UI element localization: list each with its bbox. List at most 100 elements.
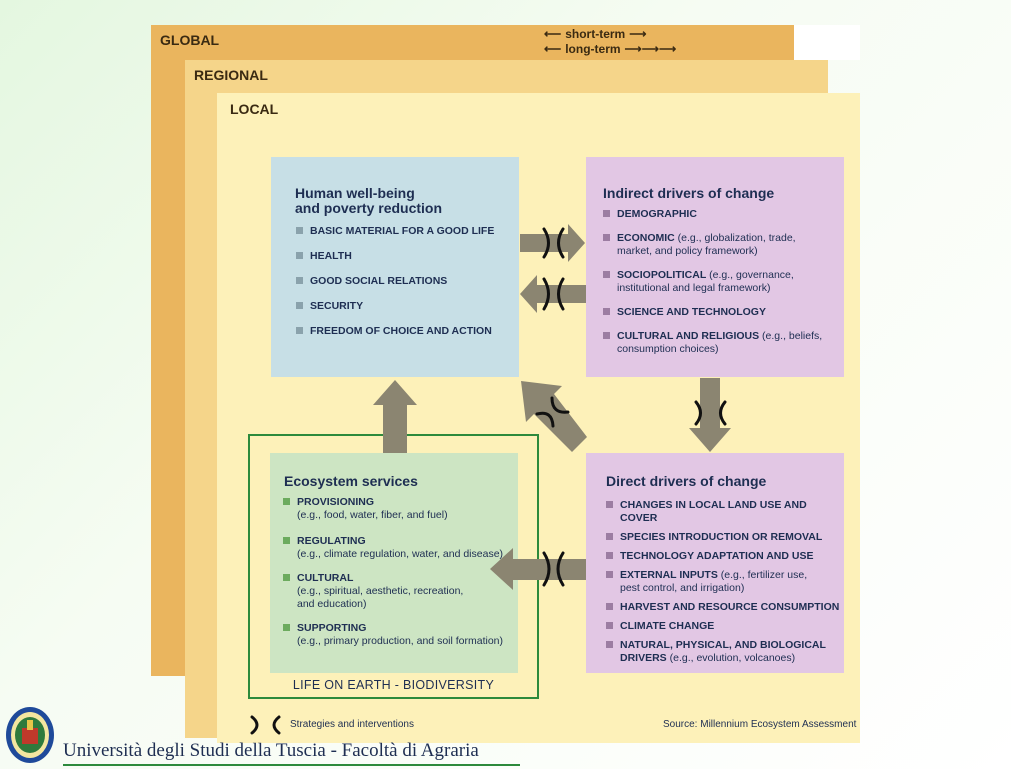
item-label: FREEDOM OF CHOICE AND ACTION (310, 325, 492, 337)
bullet-square-icon (296, 277, 303, 284)
item-detail: institutional and legal framework) (617, 282, 771, 294)
arrow-right-icon (520, 224, 585, 262)
bullet-square-icon (603, 308, 610, 315)
item-detail: pest control, and irrigation) (620, 582, 745, 594)
item-detail: (e.g., globalization, trade, (674, 232, 796, 244)
list-item: FREEDOM OF CHOICE AND ACTION (296, 325, 494, 338)
arrow-left-icon: ⟵ (544, 42, 562, 56)
short-term-label: short-term (565, 27, 626, 41)
title-line: and poverty reduction (295, 200, 443, 216)
human-wellbeing-title: Human well-being and poverty reduction (295, 186, 442, 216)
bullet-square-icon (606, 552, 613, 559)
item-detail: (e.g., primary production, and soil form… (297, 635, 504, 647)
intervention-symbol-icon (694, 400, 727, 426)
item-head: SCIENCE AND TECHNOLOGY (617, 306, 766, 318)
item-label: BASIC MATERIAL FOR A GOOD LIFE (310, 225, 495, 237)
source-note: Source: Millennium Ecosystem Assessment (663, 719, 857, 730)
arrow-left-icon (490, 548, 586, 590)
item-detail: (e.g., climate regulation, water, and di… (297, 548, 504, 560)
bullet-square-icon (606, 622, 613, 629)
bullet-square-icon (606, 641, 613, 648)
indirect-drivers-box: Indirect drivers of change DEMOGRAPHIC E… (586, 157, 844, 377)
direct-drivers-list: CHANGES IN LOCAL LAND USE AND COVER SPEC… (606, 499, 842, 665)
item-head: HARVEST AND RESOURCE CONSUMPTION (620, 601, 840, 613)
long-term-label: long-term (565, 42, 621, 56)
list-item: CULTURAL(e.g., spiritual, aesthetic, rec… (283, 572, 515, 611)
bullet-square-icon (606, 571, 613, 578)
list-item: CULTURAL AND RELIGIOUS (e.g., beliefs, co… (603, 330, 839, 356)
list-item: SECURITY (296, 300, 494, 313)
short-term-legend: ⟵ short-term ⟶ (544, 27, 646, 41)
ecosystem-services-box: Ecosystem services PROVISIONING(e.g., fo… (270, 453, 518, 673)
item-label: GOOD SOCIAL RELATIONS (310, 275, 448, 287)
intervention-symbol-icon (542, 551, 565, 587)
item-head: CULTURAL AND RELIGIOUS (617, 330, 760, 342)
item-detail: and education) (297, 598, 367, 610)
item-detail: (e.g., beliefs, (759, 330, 823, 342)
university-seal-logo (6, 707, 54, 763)
arrow-right-icon: ⟶⟶⟶ (624, 42, 677, 56)
item-head: SPECIES INTRODUCTION OR REMOVAL (620, 531, 823, 543)
list-item: EXTERNAL INPUTS (e.g., fertilizer use,pe… (606, 569, 842, 595)
intervention-symbol-icon (535, 396, 570, 428)
item-head: REGULATING (297, 535, 366, 547)
panel-gap (794, 25, 860, 60)
direct-drivers-title: Direct drivers of change (606, 473, 767, 489)
bullet-square-icon (296, 327, 303, 334)
item-detail: market, and policy framework) (617, 245, 758, 257)
local-label: LOCAL (230, 101, 279, 117)
direct-drivers-box: Direct drivers of change CHANGES IN LOCA… (586, 453, 844, 673)
item-label: HEALTH (310, 250, 352, 262)
item-head: SOCIOPOLITICAL (617, 269, 707, 281)
list-item: PROVISIONING(e.g., food, water, fiber, a… (283, 496, 515, 522)
footer-underline (63, 764, 520, 766)
intervention-symbol-icon (542, 227, 565, 259)
item-detail: consumption choices) (617, 343, 719, 355)
list-item: GOOD SOCIAL RELATIONS (296, 275, 494, 288)
regional-label: REGIONAL (194, 67, 268, 83)
ecosystem-services-list: PROVISIONING(e.g., food, water, fiber, a… (283, 496, 515, 648)
item-detail: (e.g., fertilizer use, (717, 569, 808, 581)
strategies-legend-label: Strategies and interventions (290, 719, 414, 730)
list-item: TECHNOLOGY ADAPTATION AND USE (606, 550, 842, 563)
list-item: CLIMATE CHANGE (606, 620, 842, 633)
list-item: CHANGES IN LOCAL LAND USE AND COVER (606, 499, 842, 525)
bullet-square-icon (606, 533, 613, 540)
ecosystem-services-title: Ecosystem services (284, 473, 418, 489)
bullet-square-icon (296, 227, 303, 234)
item-head: EXTERNAL INPUTS (620, 569, 718, 581)
item-head: ECONOMIC (617, 232, 675, 244)
item-head: SUPPORTING (297, 622, 367, 634)
item-detail: (e.g., food, water, fiber, and fuel) (297, 509, 448, 521)
item-head: CLIMATE CHANGE (620, 620, 715, 632)
bullet-square-icon (283, 498, 290, 505)
item-head: DEMOGRAPHIC (617, 208, 697, 220)
list-item: SOCIOPOLITICAL (e.g., governance,institu… (603, 269, 839, 295)
item-head: CHANGES IN LOCAL LAND USE AND COVER (620, 499, 807, 524)
arrow-left-icon (520, 275, 586, 313)
arrow-up-icon (373, 380, 417, 453)
item-head: PROVISIONING (297, 496, 375, 508)
arrow-left-icon: ⟵ (544, 27, 562, 41)
bullet-square-icon (283, 537, 290, 544)
list-item: HARVEST AND RESOURCE CONSUMPTION (606, 601, 842, 614)
arrow-down-icon (689, 378, 731, 452)
list-item: DEMOGRAPHIC (603, 208, 839, 221)
indirect-drivers-title: Indirect drivers of change (603, 185, 775, 201)
list-item: BASIC MATERIAL FOR A GOOD LIFE (296, 225, 494, 238)
item-detail: (e.g., governance, (706, 269, 794, 281)
bullet-square-icon (603, 271, 610, 278)
bullet-square-icon (283, 624, 290, 631)
biodiversity-label: LIFE ON EARTH - BIODIVERSITY (292, 678, 495, 692)
indirect-drivers-list: DEMOGRAPHIC ECONOMIC (e.g., globalizatio… (603, 208, 839, 356)
list-item: SPECIES INTRODUCTION OR REMOVAL (606, 531, 842, 544)
list-item: REGULATING(e.g., climate regulation, wat… (283, 535, 515, 561)
item-head: CULTURAL (297, 572, 354, 584)
list-item: ECONOMIC (e.g., globalization, trade,mar… (603, 232, 839, 258)
item-detail: (e.g., spiritual, aesthetic, recreation, (297, 585, 464, 597)
long-term-legend: ⟵ long-term ⟶⟶⟶ (544, 42, 676, 56)
intervention-symbol-icon (542, 277, 565, 311)
wellbeing-list: BASIC MATERIAL FOR A GOOD LIFE HEALTH GO… (296, 225, 494, 350)
